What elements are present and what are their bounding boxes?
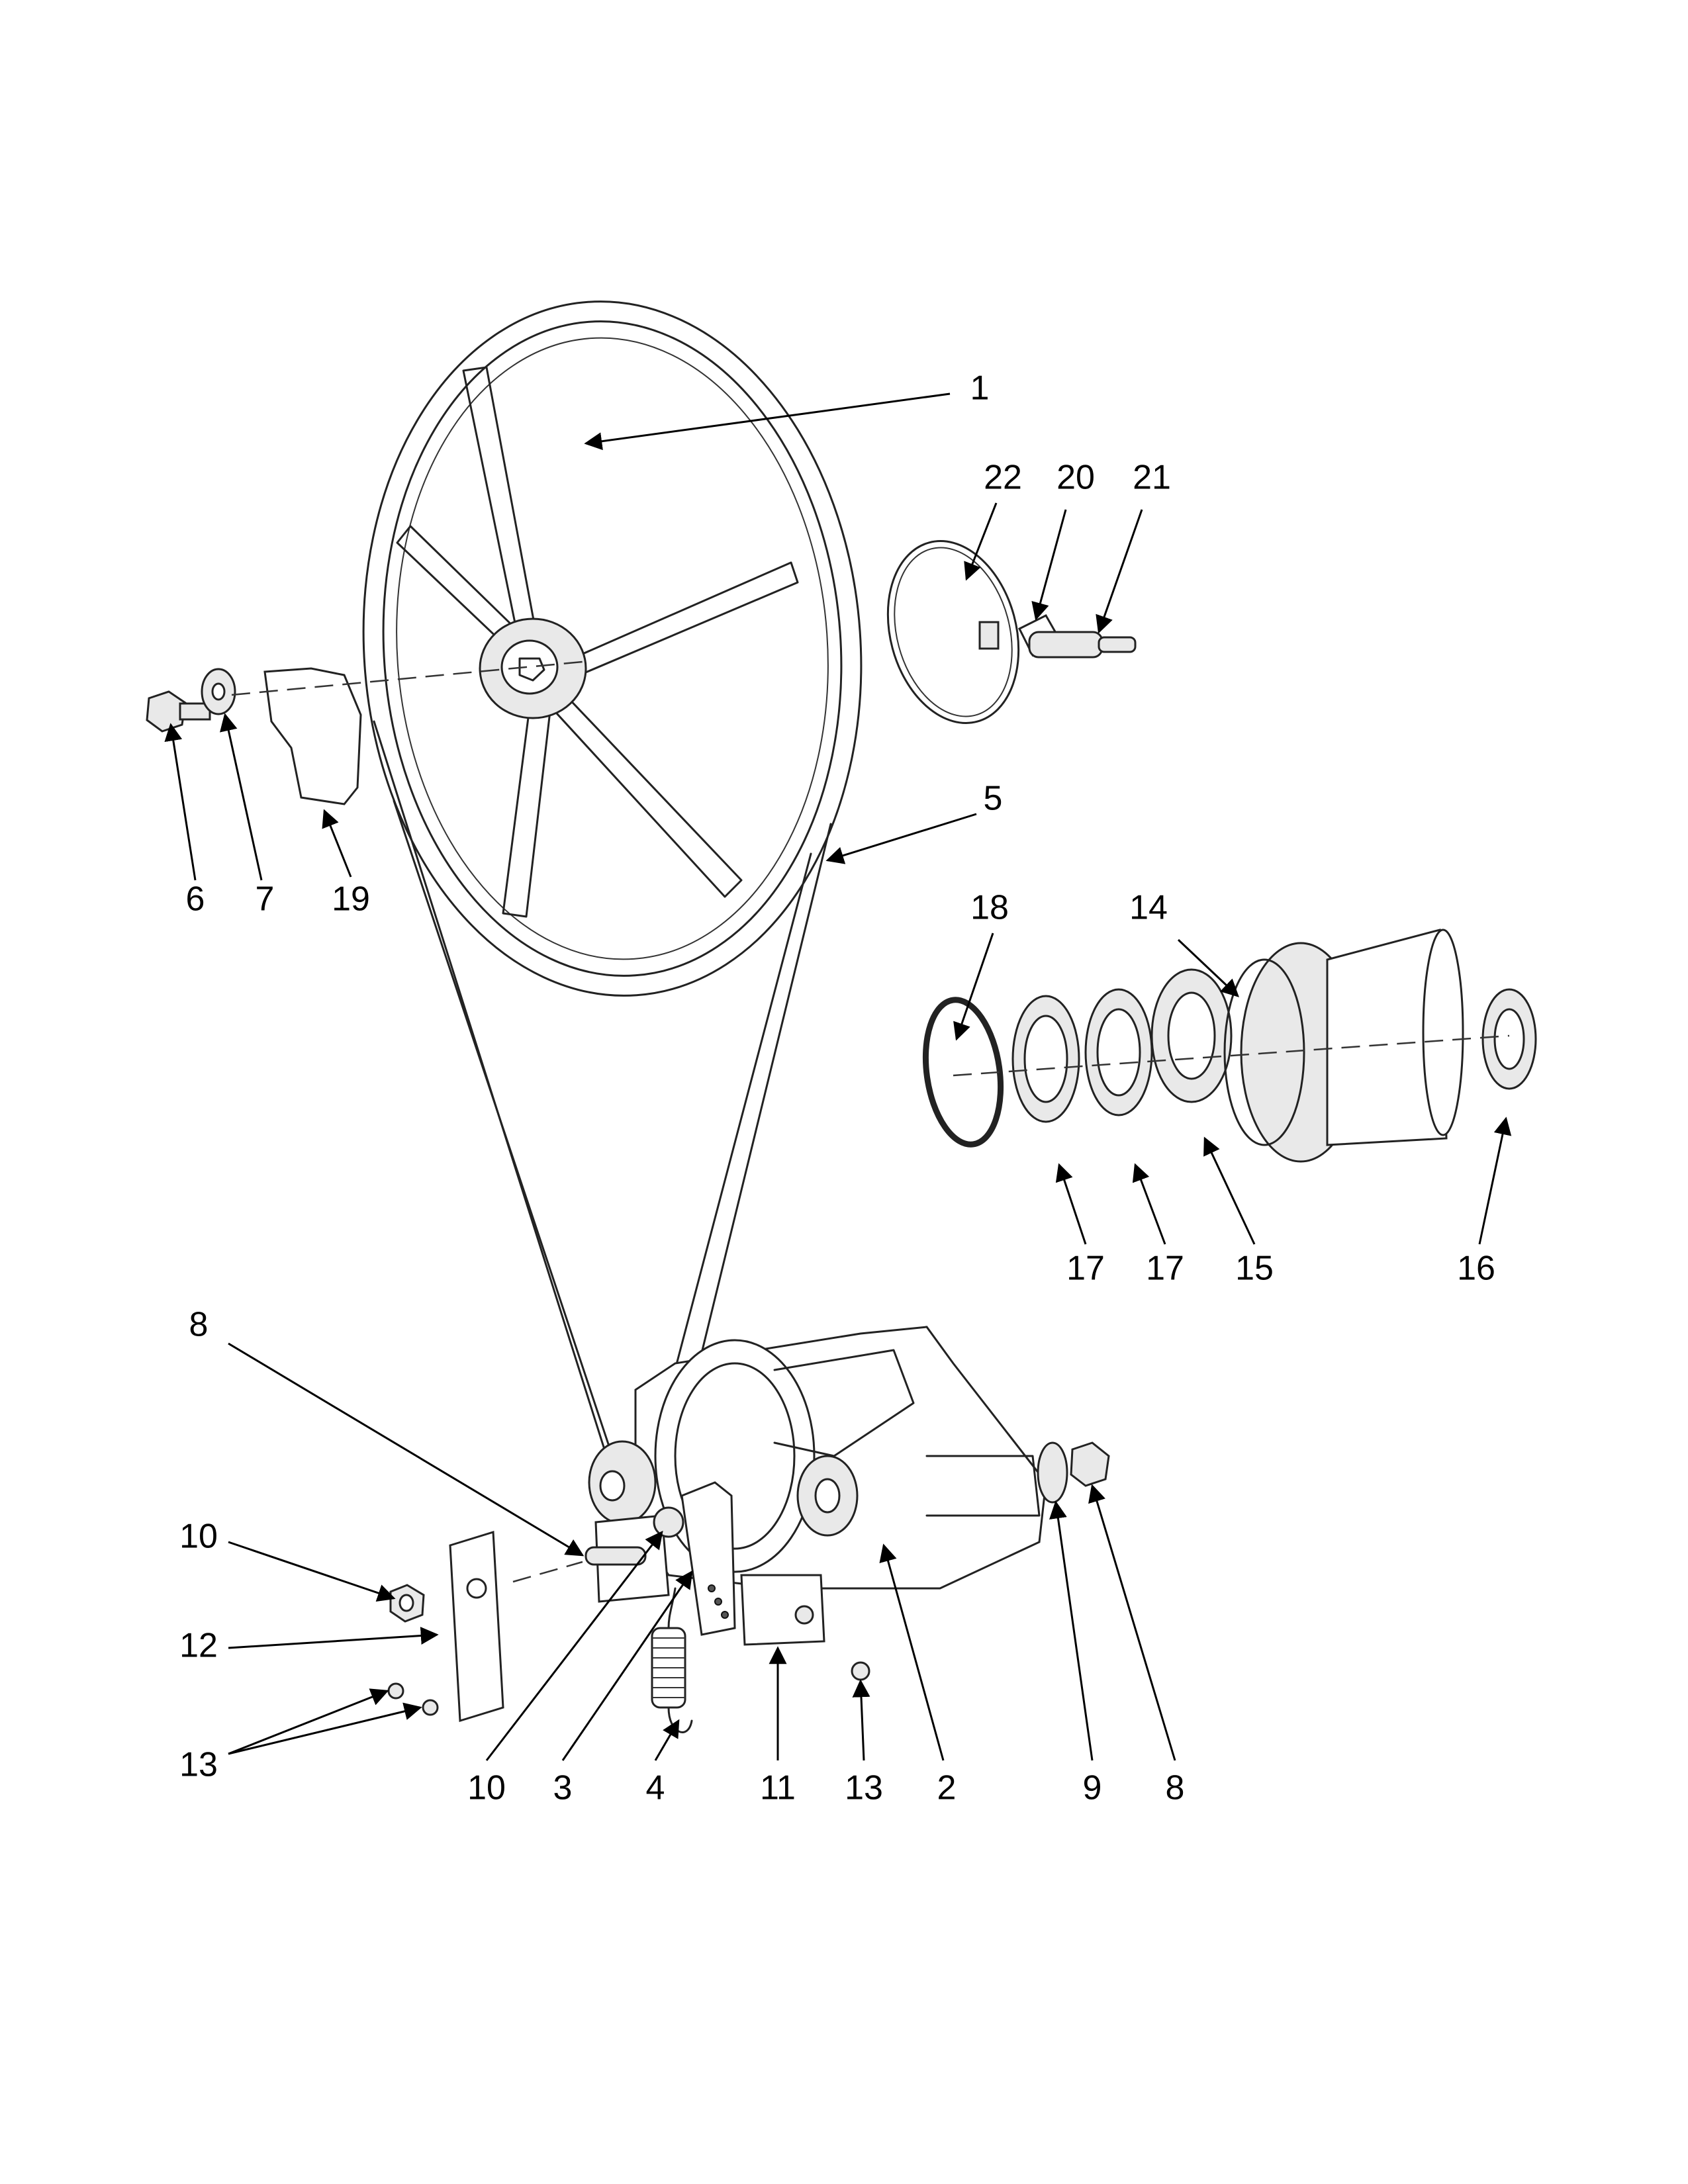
flat-washer [201, 668, 236, 715]
callout-4: 4 [646, 1769, 665, 1807]
callout-9: 9 [1083, 1769, 1102, 1807]
seal-2 [1084, 988, 1153, 1116]
base-bracket [740, 1574, 825, 1646]
small-screw [851, 1661, 870, 1681]
hex-bolt [146, 690, 211, 733]
callout-11: 11 [760, 1769, 796, 1807]
axis-line-housing [953, 1034, 1510, 1077]
callout-16: 16 [1457, 1250, 1495, 1288]
bearing-housing [1223, 929, 1464, 1163]
motor-shaft-nut [1070, 1441, 1110, 1487]
callout-1: 1 [970, 369, 990, 408]
pivot-stud [585, 1546, 647, 1566]
hose-clamp [886, 540, 1020, 724]
callout-8-left: 8 [189, 1306, 209, 1344]
callout-6: 6 [186, 880, 205, 919]
bearing [1150, 968, 1233, 1103]
callout-8-right: 8 [1166, 1769, 1185, 1807]
motor-shaft-washer [1037, 1441, 1068, 1504]
axis-line-stud [512, 1561, 583, 1583]
callout-10-left: 10 [179, 1518, 218, 1556]
callout-15: 15 [1235, 1250, 1274, 1288]
plate-screws [387, 1682, 439, 1716]
leader-lines [164, 392, 1512, 1761]
callout-10-bottom: 10 [467, 1769, 506, 1807]
axis-line-pulley [231, 660, 583, 696]
callout-12: 12 [179, 1627, 218, 1665]
pulley-cover [263, 667, 362, 805]
callout-7: 7 [256, 880, 275, 919]
callout-18: 18 [970, 889, 1009, 927]
rear-bearing [1481, 988, 1537, 1090]
drive-pulley [362, 300, 863, 997]
callout-21: 21 [1133, 459, 1171, 497]
callout-22: 22 [984, 459, 1022, 497]
callout-17-rear: 17 [1146, 1250, 1184, 1288]
callout-13-bottom: 13 [845, 1769, 883, 1807]
callout-labels: 1 22 20 21 5 6 7 19 18 14 17 17 15 16 8 … [179, 369, 1495, 1807]
tension-plate [449, 1531, 504, 1722]
sensor-pin [1028, 631, 1137, 659]
callout-5: 5 [984, 780, 1003, 818]
callout-13-left: 13 [179, 1746, 218, 1784]
tension-spring [651, 1587, 693, 1733]
seal-1 [1011, 995, 1080, 1123]
seal-ring [922, 997, 1004, 1148]
pivot-nut [653, 1506, 684, 1538]
plate-nut [389, 1584, 425, 1623]
callout-14: 14 [1129, 889, 1168, 927]
callout-20: 20 [1056, 459, 1095, 497]
adjust-plate [680, 1481, 736, 1636]
callout-2: 2 [937, 1769, 957, 1807]
callout-17-front: 17 [1066, 1250, 1105, 1288]
callout-19: 19 [332, 880, 370, 919]
callout-3: 3 [553, 1769, 573, 1807]
